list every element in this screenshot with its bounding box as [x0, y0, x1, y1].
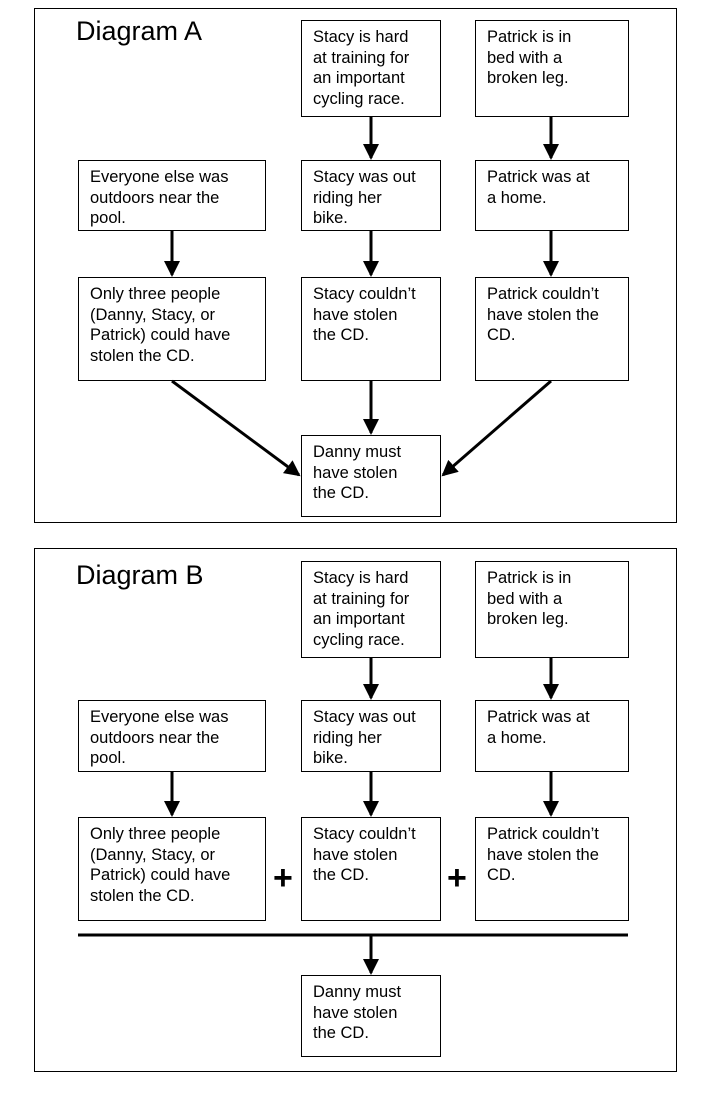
arrow-a-patrick-to-danny	[441, 379, 552, 477]
diagram-b-box-patrick-bed: Patrick is in bed with a broken leg.	[475, 561, 629, 658]
diagram-b-box-patrick-not-stolen: Patrick couldn’t have stolen the CD.	[475, 817, 629, 921]
diagram-a-box-stacy-riding: Stacy was out riding her bike.	[301, 160, 441, 231]
diagram-a-box-stacy-not-stolen: Stacy couldn’t have stolen the CD.	[301, 277, 441, 381]
diagram-b-box-three-people: Only three people (Danny, Stacy, or Patr…	[78, 817, 266, 921]
diagram-b-box-stacy-not-stolen: Stacy couldn’t have stolen the CD.	[301, 817, 441, 921]
diagram-a-box-patrick-home: Patrick was at a home.	[475, 160, 629, 231]
diagram-a-panel	[34, 8, 677, 523]
diagram-a-box-three-people: Only three people (Danny, Stacy, or Patr…	[78, 277, 266, 381]
diagram-b-plus-right: +	[447, 859, 467, 897]
diagram-a-box-patrick-bed: Patrick is in bed with a broken leg.	[475, 20, 629, 117]
diagram-b-box-patrick-home: Patrick was at a home.	[475, 700, 629, 772]
diagram-b-panel	[34, 548, 677, 1072]
diagram-b-plus-left: +	[273, 859, 293, 897]
diagram-a-box-patrick-not-stolen: Patrick couldn’t have stolen the CD.	[475, 277, 629, 381]
diagram-b-box-danny-conclusion: Danny must have stolen the CD.	[301, 975, 441, 1057]
diagram-b-box-stacy-riding: Stacy was out riding her bike.	[301, 700, 441, 772]
diagram-a-title: Diagram A	[76, 16, 203, 46]
diagram-b-box-everyone-else: Everyone else was outdoors near the pool…	[78, 700, 266, 772]
arrow-a-three-to-danny	[171, 379, 301, 477]
diagram-a-box-everyone-else: Everyone else was outdoors near the pool…	[78, 160, 266, 231]
diagram-a-box-danny-conclusion: Danny must have stolen the CD.	[301, 435, 441, 517]
diagram-b-title: Diagram B	[76, 560, 204, 590]
diagram-a-box-stacy-training: Stacy is hard at training for an importa…	[301, 20, 441, 117]
diagram-b-box-stacy-training: Stacy is hard at training for an importa…	[301, 561, 441, 658]
